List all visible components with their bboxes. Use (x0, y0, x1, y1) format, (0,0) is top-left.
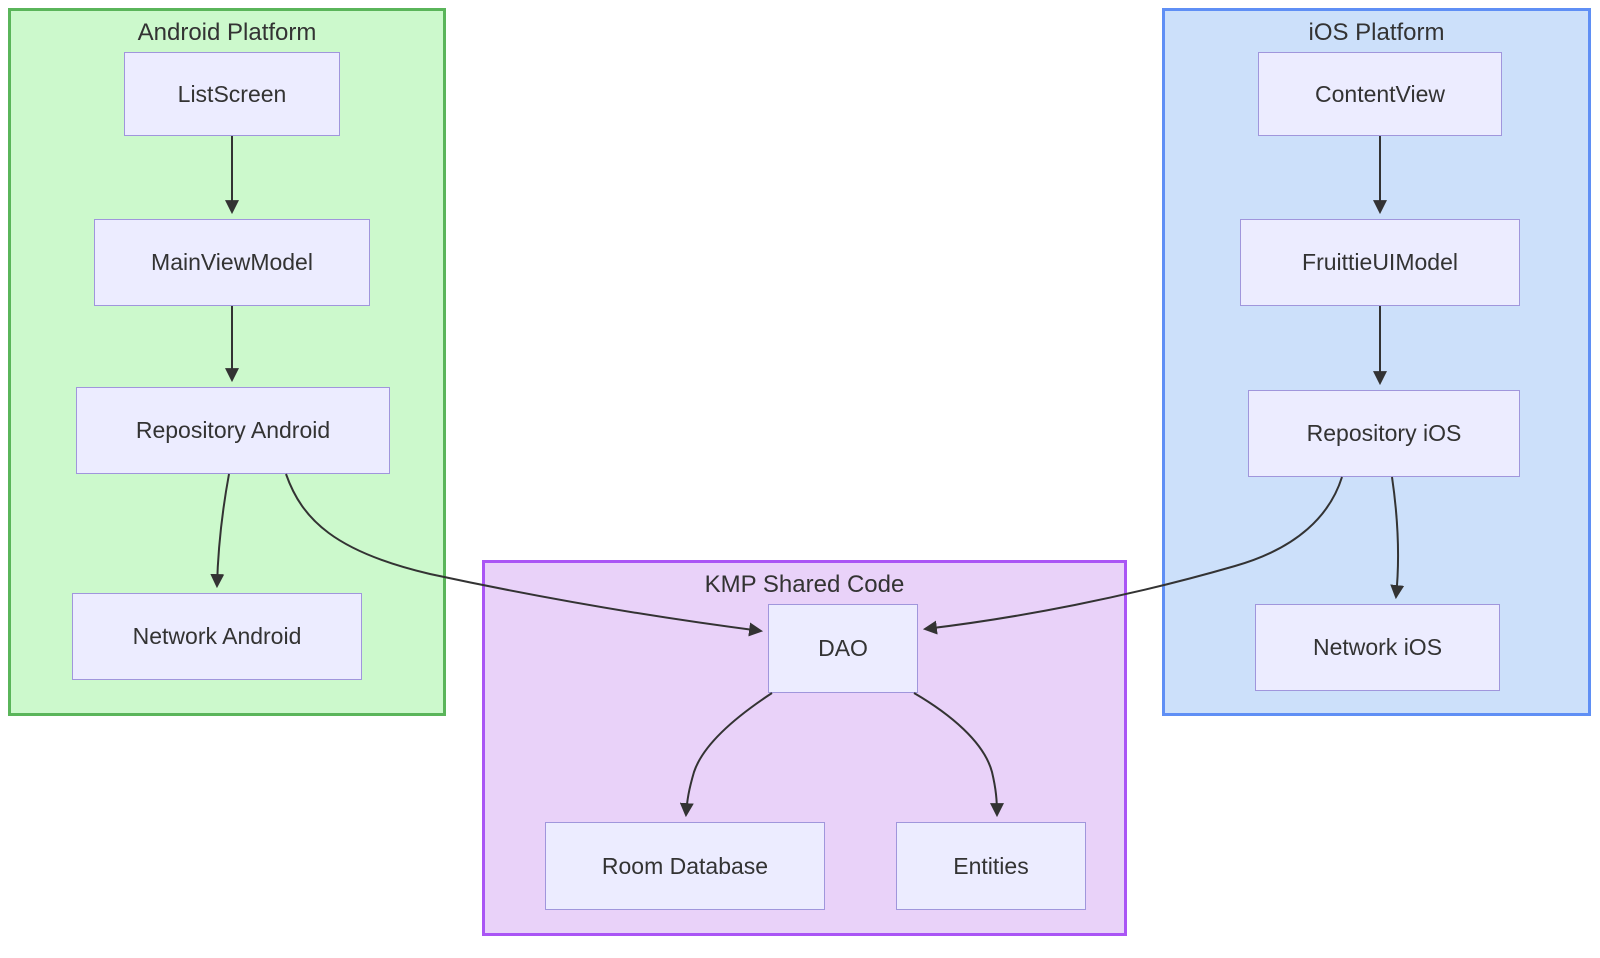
node-label-room-database: Room Database (601, 852, 769, 879)
node-label-mainviewmodel: MainViewModel (151, 249, 313, 275)
node-repository-android: Repository Android (76, 387, 390, 474)
node-dao: DAO (768, 604, 918, 693)
group-title-ios: iOS Platform (1308, 19, 1445, 46)
node-network-ios: Network iOS (1255, 604, 1500, 691)
node-label-network-ios: Network iOS (1312, 634, 1443, 660)
node-label-dao: DAO (818, 635, 868, 661)
node-label-contentview: ContentView (1315, 80, 1445, 107)
node-contentview: ContentView (1258, 52, 1502, 136)
group-title-android: Android Platform (137, 19, 317, 46)
node-repository-ios: Repository iOS (1248, 390, 1520, 477)
node-room-database: Room Database (545, 822, 825, 910)
node-label-fruittieuimodel: FruittieUIModel (1302, 249, 1458, 275)
node-label-listscreen: ListScreen (177, 80, 287, 107)
node-label-repository-android: Repository Android (135, 417, 331, 443)
node-fruittieuimodel: FruittieUIModel (1240, 219, 1520, 306)
node-mainviewmodel: MainViewModel (94, 219, 370, 306)
node-network-android: Network Android (72, 593, 362, 680)
node-label-entities: Entities (953, 852, 1029, 879)
node-label-repository-ios: Repository iOS (1306, 420, 1462, 446)
node-label-network-android: Network Android (132, 623, 302, 649)
group-title-kmp: KMP Shared Code (704, 571, 905, 598)
node-entities: Entities (896, 822, 1086, 910)
node-listscreen: ListScreen (124, 52, 340, 136)
